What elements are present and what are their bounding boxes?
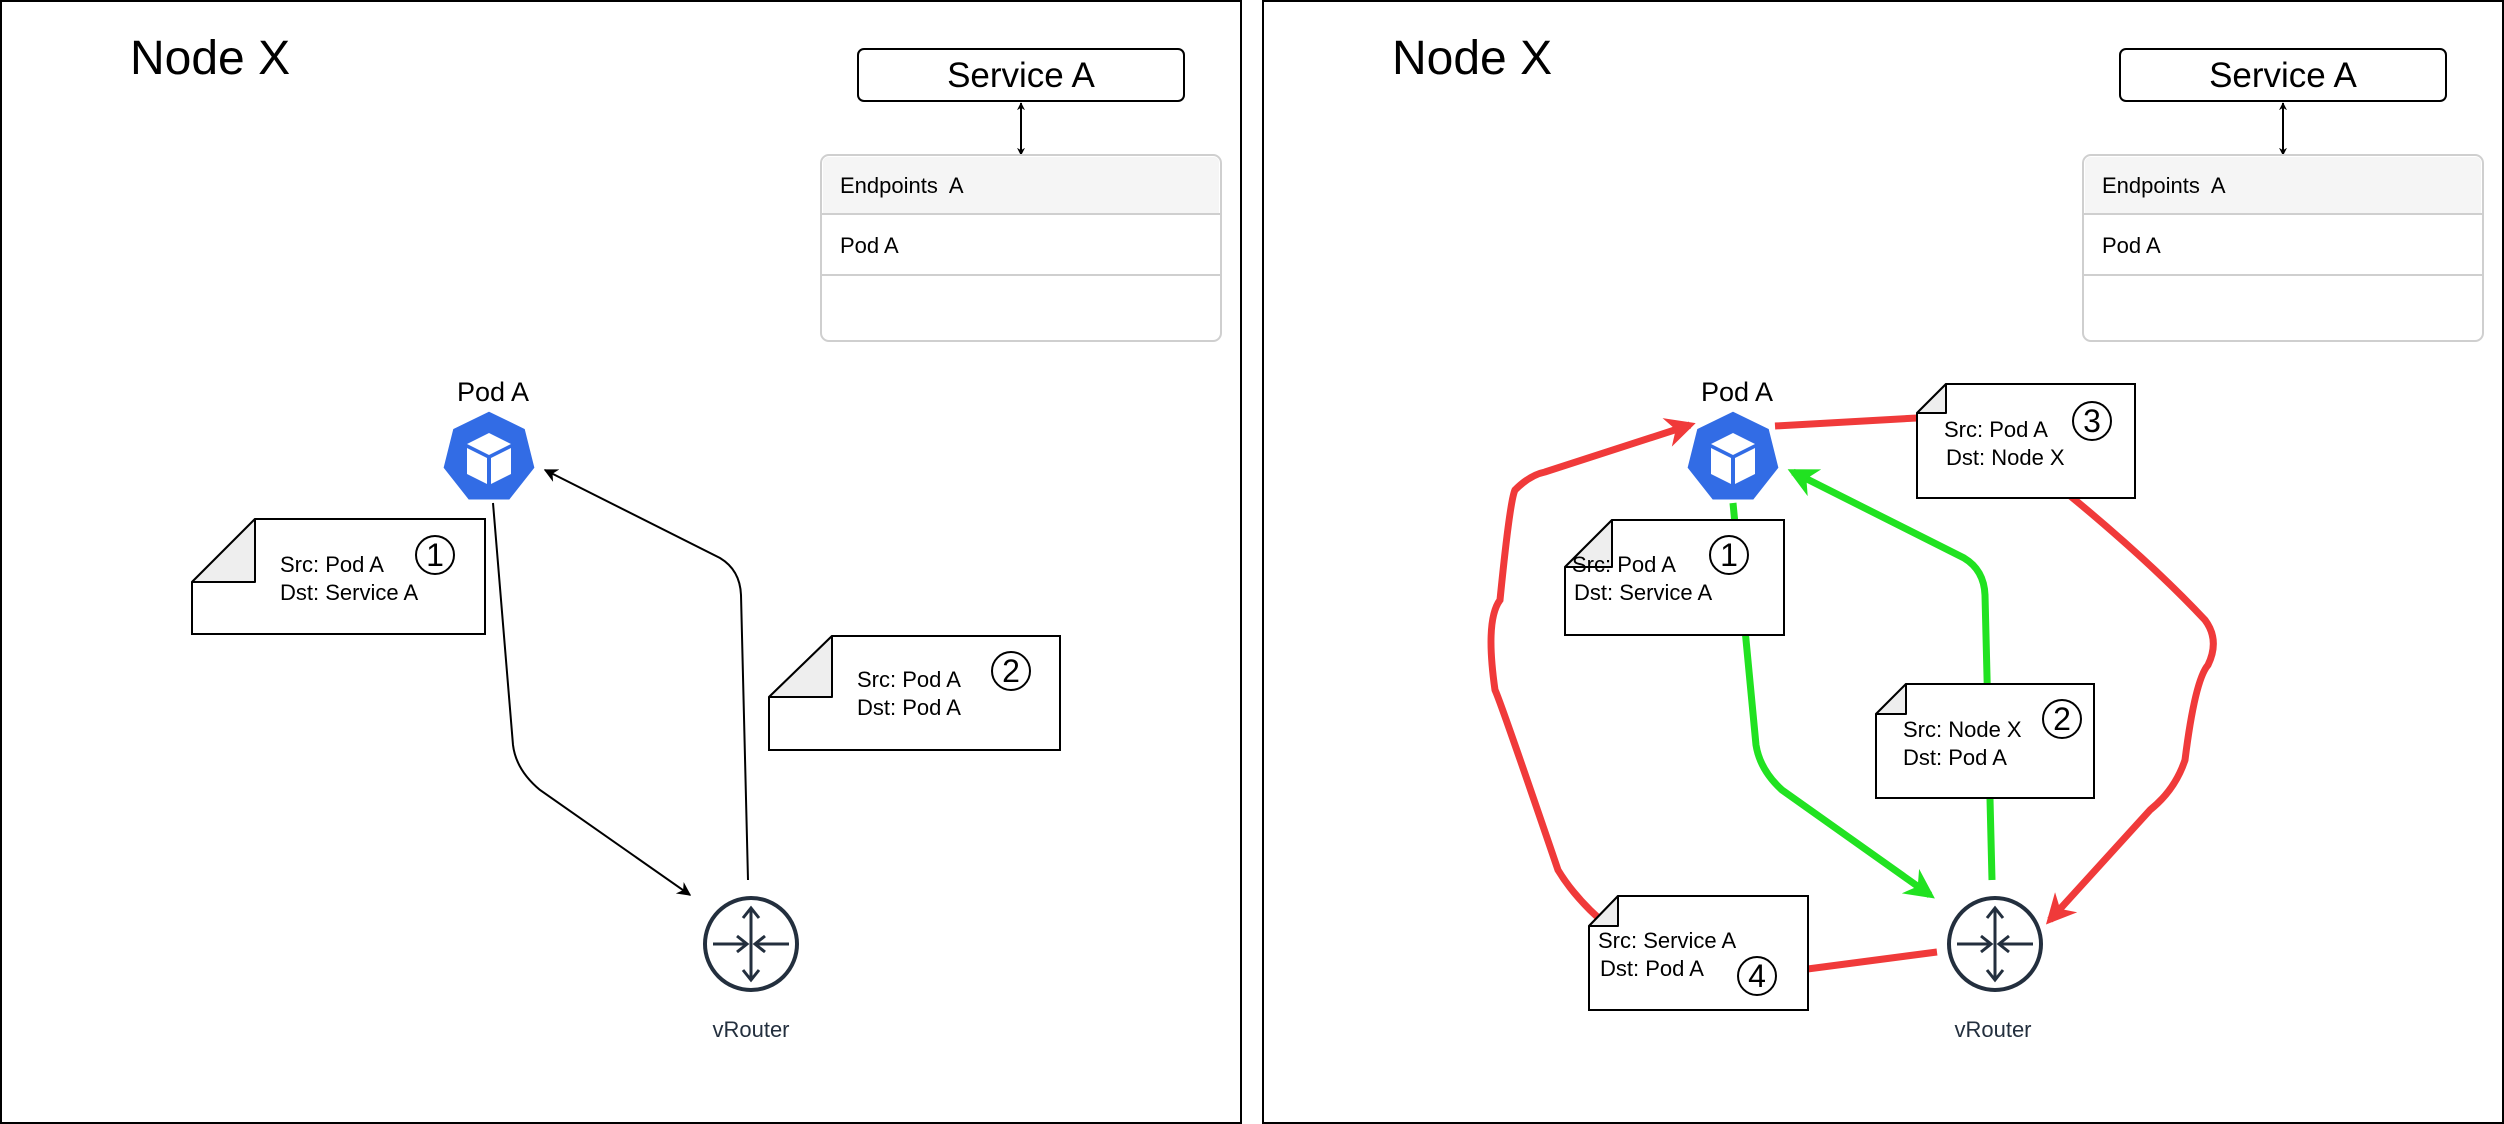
endpoints-header: Endpoints A — [840, 173, 964, 198]
step-number: 3 — [2083, 403, 2101, 439]
step-number: 1 — [426, 537, 444, 573]
step-number-badge — [1737, 956, 1777, 996]
step-number-badge — [2072, 401, 2112, 441]
packet-note: Src: Pod A Dst: Service A 1 — [1564, 519, 1785, 636]
flow-arrow-green-router-to-pod — [1787, 468, 1996, 881]
service-box — [2119, 48, 2447, 102]
router-label: vRouter — [712, 1017, 789, 1042]
note-src: Src: Pod A — [857, 667, 961, 692]
node-title: Node X — [1392, 32, 1552, 85]
kubernetes-pod-icon — [1684, 408, 1782, 503]
endpoints-row: Pod A — [2102, 233, 2161, 258]
step-number: 2 — [1002, 653, 1020, 689]
panel-left: Node X Service A Endpoints A Pod A Pod A — [0, 0, 1242, 1124]
note-dst: Dst: Pod A — [1600, 956, 1704, 981]
endpoints-table: Endpoints A Pod A — [2082, 154, 2484, 342]
note-dst: Dst: Node X — [1946, 445, 2065, 470]
step-number-badge — [991, 651, 1031, 691]
vrouter-icon — [1947, 896, 2043, 992]
node-title: Node X — [130, 32, 290, 85]
note-src: Src: Service A — [1598, 928, 1736, 953]
endpoints-header: Endpoints A — [2102, 173, 2226, 198]
flow-arrow-green-pod-to-router — [1729, 502, 1935, 899]
note-src: Src: Pod A — [1944, 417, 2048, 442]
note-src: Src: Pod A — [280, 552, 384, 577]
service-label: Service A — [947, 56, 1095, 95]
step-number: 1 — [1720, 537, 1738, 573]
packet-note: Src: Service A Dst: Pod A 4 — [1588, 895, 1809, 1011]
router-label: vRouter — [1954, 1017, 2031, 1042]
packet-note: Src: Pod A Dst: Node X 3 — [1916, 383, 2136, 499]
pod-label: Pod A — [1701, 377, 1773, 407]
pod-label: Pod A — [457, 377, 529, 407]
endpoints-row: Pod A — [840, 233, 899, 258]
note-src: Src: Pod A — [1572, 552, 1676, 577]
packet-note: Src: Pod A Dst: Service A 1 — [191, 518, 486, 635]
step-number-badge — [1709, 535, 1749, 575]
kubernetes-pod-icon — [440, 408, 538, 503]
service-box — [857, 48, 1185, 102]
note-dst: Dst: Service A — [1574, 580, 1712, 605]
packet-note: Src: Pod A Dst: Pod A 2 — [768, 635, 1061, 751]
note-dst: Dst: Pod A — [857, 695, 961, 720]
note-src: Src: Node X — [1903, 717, 2022, 742]
vrouter-icon — [703, 896, 799, 992]
step-number-badge — [2042, 699, 2082, 739]
endpoints-table: Endpoints A Pod A — [820, 154, 1222, 342]
step-number-badge — [415, 535, 455, 575]
packet-note: Src: Node X Dst: Pod A 2 — [1875, 683, 2095, 799]
step-number: 4 — [1748, 958, 1766, 994]
flow-arrow-pod-to-router — [492, 502, 692, 896]
panel-right: Node X Service A Endpoints A Pod A Pod A — [1262, 0, 2504, 1124]
step-number: 2 — [2053, 701, 2071, 737]
note-dst: Dst: Pod A — [1903, 745, 2007, 770]
note-dst: Dst: Service A — [280, 580, 418, 605]
service-label: Service A — [2209, 56, 2357, 95]
flow-arrow-router-to-pod — [543, 469, 749, 881]
